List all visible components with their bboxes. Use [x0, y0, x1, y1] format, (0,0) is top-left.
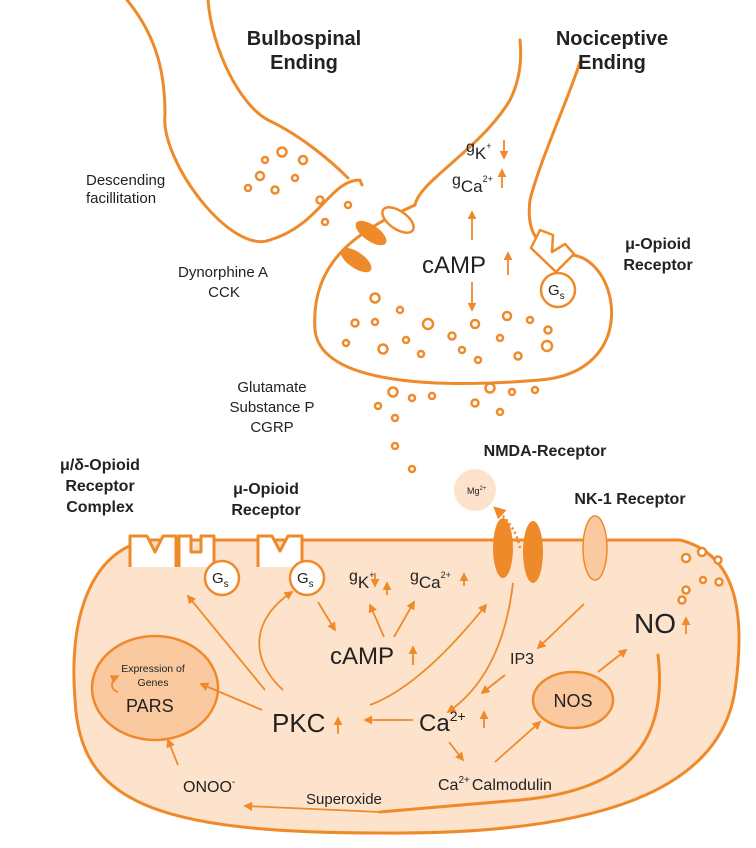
mg-ion [454, 469, 496, 511]
descending-label-line1: Descending [86, 172, 165, 189]
complex-label-line3: Complex [66, 499, 134, 516]
nociceptive-ending-edge [413, 38, 523, 207]
no-label: NO [634, 608, 676, 639]
cleft-vesicles [373, 382, 540, 474]
pkc-label: PKC [272, 708, 325, 738]
descending-label-line2: facillitation [86, 190, 156, 207]
channel-closed [355, 220, 387, 246]
channel-closed [340, 247, 372, 273]
onoo-label: ONOO- [183, 777, 235, 796]
gs-label-pre: Gs [548, 282, 565, 302]
bulbospinal-label-line2: Ending [270, 52, 338, 74]
no-vesicle [698, 575, 708, 585]
expression-label-line2: Genes [138, 677, 169, 689]
mu-opioid-receptor-post [256, 534, 304, 567]
gs-protein-pre [539, 271, 577, 309]
no-vesicle [680, 552, 692, 564]
cck-label: CCK [208, 284, 240, 301]
channel-open [381, 206, 415, 234]
gk-label-post: gK+ [349, 568, 375, 592]
nmda-receptor-left [493, 518, 513, 578]
mu-opioid-receptor-pre [529, 228, 576, 274]
pars-label: PARS [126, 696, 174, 716]
gs-label-complex: Gs [212, 570, 229, 590]
gs-label-mu: Gs [297, 570, 314, 590]
gca-label-pre: gCa2+ [452, 172, 493, 196]
mg-label: Mg2+ [467, 486, 487, 496]
mu-opioid-label-pre-line1: μ-Opioid [625, 236, 691, 253]
complex-label-line2: Receptor [65, 478, 134, 495]
ca-label: Ca2+ [419, 708, 466, 737]
post-arrows [166, 582, 628, 766]
nk1-receptor [582, 515, 608, 581]
nos-label: NOS [553, 691, 592, 711]
gk-label-pre: gK+ [466, 139, 492, 163]
bulbospinal-ending [125, 0, 364, 244]
postsynaptic-cell [72, 538, 741, 835]
nk1-label: NK-1 Receptor [574, 491, 685, 508]
nociceptive-vesicles [341, 292, 554, 365]
mu-opioid-label-post-line2: Receptor [231, 502, 300, 519]
nmda-receptor-right [523, 521, 543, 583]
nociceptive-label-line1: Nociceptive [556, 28, 668, 50]
nociceptive-ending [313, 60, 614, 385]
bulbospinal-vesicles [243, 146, 353, 227]
nociceptive-label-line2: Ending [578, 52, 646, 74]
camp-label-pre: cAMP [422, 252, 486, 279]
cgrp-label: CGRP [250, 419, 293, 436]
gca-label-post: gCa2+ [410, 568, 451, 592]
nos-enzyme [531, 670, 615, 730]
post-increase-arrows [333, 572, 691, 734]
bulbospinal-label-line1: Bulbospinal [247, 28, 361, 50]
complex-label-line1: μ/δ-Opioid [60, 457, 140, 474]
mu-opioid-label-pre-line2: Receptor [623, 257, 692, 274]
bulbospinal-ending-edge [206, 0, 350, 180]
superoxide-arrow [243, 801, 381, 813]
ip3-label: IP3 [510, 651, 534, 668]
no-vesicle [681, 585, 691, 595]
superoxide-label: Superoxide [306, 791, 382, 808]
no-vesicle [677, 595, 687, 605]
glutamate-label: Glutamate [237, 379, 306, 396]
mu-opioid-label-post-line1: μ-Opioid [233, 481, 299, 498]
pars-cycle-arrow [109, 675, 120, 693]
dynorphine-label: Dynorphine A [178, 264, 268, 281]
nmda-label: NMDA-Receptor [484, 443, 607, 460]
calmodulin-label: Ca2+Calmodulin [438, 775, 552, 794]
no-vesicle [714, 577, 724, 587]
gs-protein-mu [288, 559, 326, 597]
nucleus [90, 634, 220, 742]
expression-label-line1: Expression of [121, 663, 185, 675]
mu-delta-opioid-receptor-complex [128, 534, 216, 567]
no-vesicle [696, 546, 708, 558]
camp-label-post: cAMP [330, 643, 394, 670]
gs-protein-complex [203, 559, 241, 597]
substance-p-label: Substance P [229, 399, 314, 416]
cell-inner-boundary [378, 653, 661, 814]
no-vesicle [713, 555, 723, 565]
